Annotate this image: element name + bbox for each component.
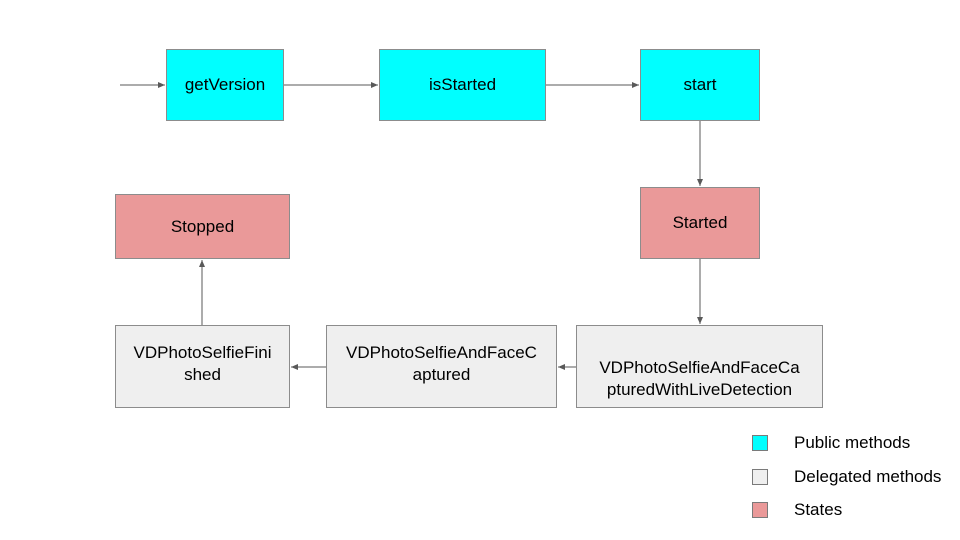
node-selfie-and-face-captured-label: VDPhotoSelfieAndFaceC aptured <box>346 342 537 384</box>
node-selfie-finished-label: VDPhotoSelfieFini shed <box>133 342 272 384</box>
legend-swatch-delegated <box>752 469 768 485</box>
node-started-state: Started <box>640 187 760 259</box>
legend-label-delegated-methods: Delegated methods <box>794 467 942 486</box>
legend-item-states: States <box>752 500 842 519</box>
node-started-label: Started <box>672 213 728 232</box>
legend-swatch-public <box>752 435 768 451</box>
legend-item-public-methods: Public methods <box>752 433 910 452</box>
node-captured-with-live-detection-label: VDPhotoSelfieAndFaceCa pturedWithLiveDet… <box>599 357 800 399</box>
node-getversion-label: getVersion <box>184 75 266 94</box>
legend-label-public-methods: Public methods <box>794 433 911 452</box>
node-captured-with-live-detection: VDPhotoSelfieAndFaceCa pturedWithLiveDet… <box>576 325 823 408</box>
node-start: start <box>640 49 760 121</box>
legend-item-delegated-methods: Delegated methods <box>752 467 941 486</box>
node-start-label: start <box>683 75 717 94</box>
node-stopped-label: Stopped <box>170 216 235 236</box>
node-getversion: getVersion <box>166 49 284 121</box>
node-isstarted: isStarted <box>379 49 546 121</box>
legend-swatch-states <box>752 502 768 518</box>
legend-label-states: States <box>794 500 843 519</box>
node-stopped-state: Stopped <box>115 194 290 259</box>
node-selfie-and-face-captured: VDPhotoSelfieAndFaceC aptured <box>326 325 557 408</box>
node-isstarted-label: isStarted <box>428 75 497 94</box>
node-selfie-finished: VDPhotoSelfieFini shed <box>115 325 290 408</box>
